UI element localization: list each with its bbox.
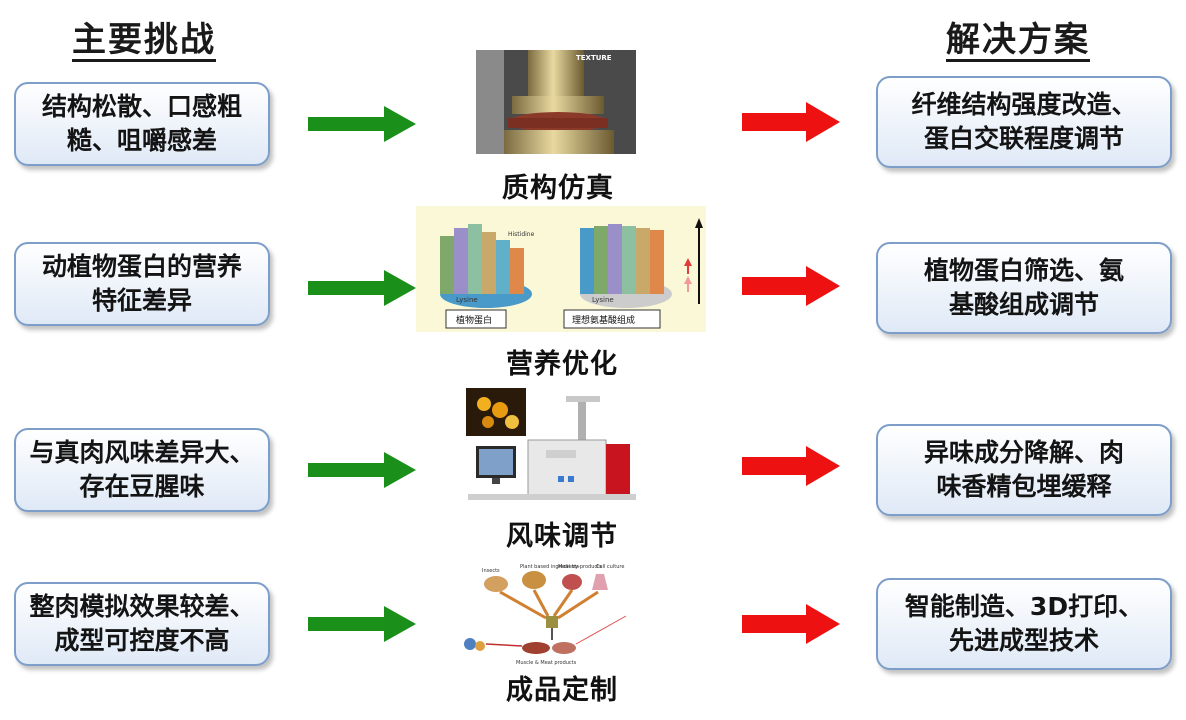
red-arrow-4	[742, 604, 840, 644]
challenge-line: 存在豆腥味	[79, 472, 205, 501]
amino-label: Lysine	[456, 296, 478, 304]
solutions-heading: 解决方案	[946, 20, 1090, 60]
solution-line: 先进成型技术	[948, 626, 1099, 655]
challenge-line: 整肉模拟效果较差、	[29, 592, 255, 622]
caption-texture: 质构仿真	[502, 173, 614, 204]
solution-line: 异味成分降解、肉	[923, 438, 1124, 468]
red-arrow-2	[742, 266, 840, 306]
challenge-box-3: 与真肉风味差异大、存在豆腥味	[14, 428, 270, 512]
diagram-label: Meat by-products	[558, 564, 602, 570]
challenge-line: 糙、咀嚼感差	[66, 126, 217, 155]
meat-production-diagram-image: Muscle & Meat products Plant based ingre…	[446, 560, 676, 668]
green-arrow-1	[308, 106, 416, 142]
solution-line: 基酸组成调节	[948, 290, 1099, 319]
texture-label: TEXTURE	[576, 54, 612, 62]
solution-line: 纤维结构强度改造、	[911, 90, 1137, 120]
green-arrow-4	[308, 606, 416, 642]
amino-acid-barrel-image: Lysine Histidine Lysine 植物蛋白 理想氨基酸组成	[416, 206, 706, 332]
solution-line: 智能制造、3D打印、	[904, 592, 1144, 622]
solution-line: 味香精包埋缓释	[936, 472, 1112, 501]
green-arrow-3	[308, 452, 416, 488]
challenge-line: 成型可控度不高	[54, 626, 230, 655]
challenge-box-2: 动植物蛋白的营养特征差异	[14, 242, 270, 326]
diagram-label: Cell culture	[596, 564, 624, 570]
red-arrow-3	[742, 446, 840, 486]
red-arrow-1	[742, 102, 840, 142]
amino-label: Lysine	[592, 296, 614, 304]
solution-box-1: 纤维结构强度改造、蛋白交联程度调节	[876, 76, 1172, 168]
ideal-amino-label: 理想氨基酸组成	[572, 314, 635, 326]
amino-label: Histidine	[508, 231, 535, 238]
challenge-line: 与真肉风味差异大、	[29, 438, 255, 468]
challenges-heading: 主要挑战	[72, 20, 216, 60]
solution-box-4: 智能制造、3D打印、先进成型技术	[876, 578, 1172, 670]
challenge-line: 动植物蛋白的营养	[41, 252, 242, 282]
solution-box-3: 异味成分降解、肉味香精包埋缓释	[876, 424, 1172, 516]
gc-ms-instrument-image	[466, 388, 638, 510]
challenge-box-1: 结构松散、口感粗糙、咀嚼感差	[14, 82, 270, 166]
caption-flavor: 风味调节	[506, 521, 618, 552]
plant-protein-label: 植物蛋白	[456, 314, 492, 326]
texture-press-image: TEXTURE	[476, 50, 636, 154]
challenge-line: 特征差异	[91, 286, 192, 315]
solution-line: 植物蛋白筛选、氨	[923, 256, 1124, 286]
diagram-label: Insects	[482, 568, 500, 574]
caption-nutrition: 营养优化	[506, 349, 618, 380]
challenge-line: 结构松散、口感粗	[41, 92, 242, 122]
challenge-box-4: 整肉模拟效果较差、成型可控度不高	[14, 582, 270, 666]
solution-line: 蛋白交联程度调节	[923, 124, 1124, 153]
diagram-label: Muscle & Meat products	[516, 660, 577, 666]
diagram-label: Plant based ingredients	[520, 564, 579, 570]
solution-box-2: 植物蛋白筛选、氨基酸组成调节	[876, 242, 1172, 334]
caption-product: 成品定制	[506, 675, 618, 706]
green-arrow-2	[308, 270, 416, 306]
